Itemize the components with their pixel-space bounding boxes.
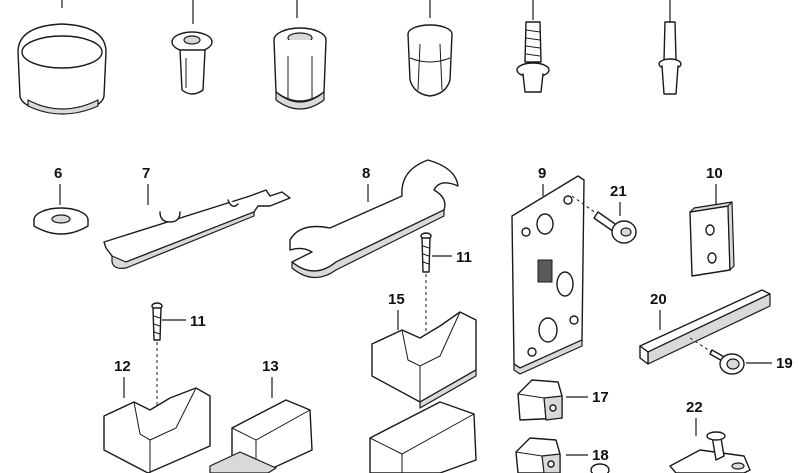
callout-11-upper: 11	[456, 249, 472, 266]
part-cap-plug	[17, 0, 107, 115]
part-15-channel: 15	[371, 291, 477, 409]
part-10-block: 10	[689, 165, 735, 277]
part-pin	[658, 0, 682, 95]
callout-17: 17	[592, 389, 609, 406]
callout-9: 9	[538, 165, 546, 182]
part-18-block: 18	[515, 437, 610, 473]
part-7-bracket: 7	[103, 165, 291, 269]
callout-6: 6	[54, 165, 62, 182]
part-22-nut-clip: 22	[669, 399, 751, 473]
callout-8: 8	[362, 165, 370, 182]
part-rivet-nut-small	[171, 0, 213, 95]
callout-11-lower: 11	[190, 313, 206, 330]
callout-21: 21	[610, 183, 627, 200]
part-expansion-sleeve	[273, 0, 327, 110]
part-21-screw: 21	[593, 183, 637, 244]
part-17-block: 17	[517, 379, 609, 421]
part-6-washer: 6	[33, 165, 89, 235]
part-11-screw-lower: 11	[151, 302, 206, 418]
callout-18: 18	[592, 447, 609, 464]
part-13-clip: 13	[209, 358, 313, 473]
callout-12: 12	[114, 358, 131, 375]
callout-10: 10	[706, 165, 723, 182]
callout-13: 13	[262, 358, 279, 375]
callout-20: 20	[650, 291, 667, 308]
part-19-bolt: 19	[709, 349, 793, 375]
part-11-screw-upper: 11	[420, 232, 472, 350]
callout-19: 19	[776, 355, 793, 372]
part-stud-bolt	[516, 0, 550, 93]
part-12-channel: 12	[103, 358, 211, 473]
callout-22: 22	[686, 399, 703, 416]
part-8-wrench: 8	[289, 159, 459, 279]
part-20-bar: 20	[639, 289, 771, 365]
callout-15: 15	[388, 291, 405, 308]
part-clip-sleeve	[407, 0, 453, 97]
part-lower-channel	[369, 401, 477, 473]
part-9-plate: 9	[511, 165, 601, 375]
callout-7: 7	[142, 165, 150, 182]
